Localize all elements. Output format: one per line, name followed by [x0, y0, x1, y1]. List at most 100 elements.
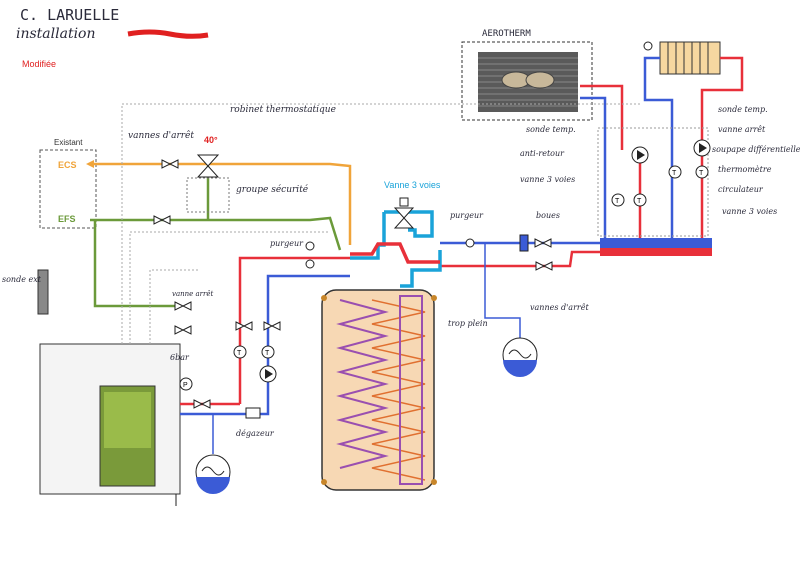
- tank-fitting: [431, 479, 437, 485]
- temp-40-label: 40°: [204, 135, 218, 145]
- trop-plein-label: trop plein: [448, 319, 488, 328]
- degazeur-icon: [245, 407, 261, 419]
- expansion-pipe-right: [484, 243, 521, 340]
- ecs-label: ECS: [58, 160, 77, 170]
- thermometer-icon: T: [633, 193, 647, 207]
- manifold-cold: [600, 238, 712, 248]
- efs-pipe: [90, 216, 342, 251]
- circulator-pump-icon: [631, 146, 649, 164]
- stop-valve-icon: [535, 261, 553, 271]
- circulateur-label: circulateur: [718, 185, 764, 194]
- circulator-pump-icon: [259, 365, 277, 383]
- groupe-securite-label: groupe sécurité: [236, 184, 309, 195]
- stop-valve-icon: [161, 159, 179, 169]
- boiler-window: [104, 392, 151, 448]
- control-wires: [121, 103, 640, 344]
- air-vent-icon: [305, 238, 475, 269]
- radiator-cold-pipe: [643, 56, 674, 238]
- aerotherm-box: [461, 41, 593, 121]
- modified-note: Modifiée: [22, 59, 56, 69]
- svg-text:T: T: [672, 170, 677, 177]
- stop-valve-icon: [235, 321, 253, 331]
- svg-text:T: T: [237, 350, 242, 357]
- radiator-icon: [659, 41, 721, 75]
- pressure-label: 6bar: [170, 353, 190, 362]
- radiator-fins: [667, 42, 709, 74]
- aerotherm-label: AEROTHERM: [482, 29, 531, 39]
- manifold-hot: [600, 248, 712, 256]
- stop-valve-icon: [534, 238, 552, 248]
- outdoor-sensor-icon: [37, 269, 49, 315]
- expansion-vessel-icon: [195, 454, 231, 494]
- efs-label: EFS: [58, 214, 76, 224]
- thermometre-label: thermomètre: [718, 165, 772, 174]
- stop-valve-icon: [263, 321, 281, 331]
- ecs-arrow: [86, 160, 94, 168]
- existing-label: Existant: [54, 138, 83, 147]
- expansion-vessel-icon: [502, 337, 538, 377]
- tank-coil-left: [336, 299, 389, 469]
- svg-text:P: P: [183, 382, 188, 389]
- vanne-3-voies-hand-label: vanne 3 voies: [520, 175, 575, 184]
- tank-fitting: [321, 479, 327, 485]
- tank-coil-frame: [399, 295, 423, 485]
- svg-text:T: T: [615, 198, 620, 205]
- radiator-hot-pipe: [700, 56, 744, 238]
- degazeur-label: dégazeur: [236, 429, 275, 438]
- stop-valve-icon: [174, 301, 192, 311]
- thermometer-icon: T: [695, 165, 709, 179]
- stop-valve-icon: [193, 399, 211, 409]
- vanne-3-voies-label: Vanne 3 voies: [384, 180, 441, 190]
- svg-text:T: T: [265, 350, 270, 357]
- sonde-ext-label: sonde ext: [2, 275, 42, 284]
- mud-filter-icon: [519, 234, 529, 252]
- redaction-scribble: [127, 29, 209, 39]
- valve-handle-icon: [643, 41, 653, 51]
- storage-tank: [321, 289, 435, 491]
- anti-retour-label: anti-retour: [520, 149, 565, 158]
- fan-icon: [525, 71, 555, 89]
- safety-group-box: [186, 177, 230, 213]
- stop-valve-icon: [153, 215, 171, 225]
- thermometer-icon: T: [668, 165, 682, 179]
- boiler-inlet-pipe: [180, 404, 270, 416]
- supply-pipe: [440, 250, 600, 268]
- svg-text:T: T: [699, 170, 704, 177]
- soupape-label: soupape différentielle: [712, 145, 800, 154]
- vanne-3-voies-right-label: vanne 3 voies: [722, 207, 777, 216]
- vannes-arret-bottom-label: vannes d'arrêt: [530, 303, 589, 312]
- efs-down-pipe: [93, 220, 180, 308]
- aerotherm-cold-pipe: [580, 96, 607, 160]
- subtitle: installation: [16, 26, 96, 42]
- vanne-arret-right-label: vanne arrêt: [718, 125, 766, 134]
- thermometer-icon: T: [611, 193, 625, 207]
- svg-text:T: T: [637, 198, 642, 205]
- hydraulic-group-box: [597, 127, 709, 237]
- sonde-temp-mid-label: sonde temp.: [526, 125, 576, 134]
- tank-fitting: [431, 295, 437, 301]
- purgeur-right-label: purgeur: [450, 211, 484, 220]
- tank-fitting: [321, 295, 327, 301]
- aerotherm-grille: [478, 57, 578, 107]
- three-way-valve-icon: [393, 197, 415, 229]
- modified-pipe-cold: [350, 212, 386, 260]
- circulator-pump-icon: [693, 139, 711, 157]
- vannes-arret-top-label: vannes d'arrêt: [128, 130, 194, 141]
- boues-label: boues: [536, 211, 560, 220]
- ecs-pipe: [90, 162, 352, 245]
- aerotherm-hot-pipe: [580, 84, 624, 150]
- sonde-temp-right-label: sonde temp.: [718, 105, 768, 114]
- existing-box: [39, 149, 97, 229]
- vanne-arret-left-label: vanne arrêt: [172, 290, 214, 298]
- tank-coil-right: [371, 299, 426, 481]
- boiler-return-pipe: [266, 274, 350, 404]
- thermostatic-valve-icon: [196, 154, 220, 167]
- pressure-gauge-icon: P: [179, 377, 193, 391]
- thermometer-icon: T: [233, 345, 247, 359]
- thermostatic-valve-icon-lower: [196, 165, 220, 178]
- purgeur-mid-label: purgeur: [270, 239, 304, 248]
- thermometer-icon: T: [261, 345, 275, 359]
- title: C. LARUELLE: [20, 6, 119, 24]
- stop-valve-icon: [174, 325, 192, 335]
